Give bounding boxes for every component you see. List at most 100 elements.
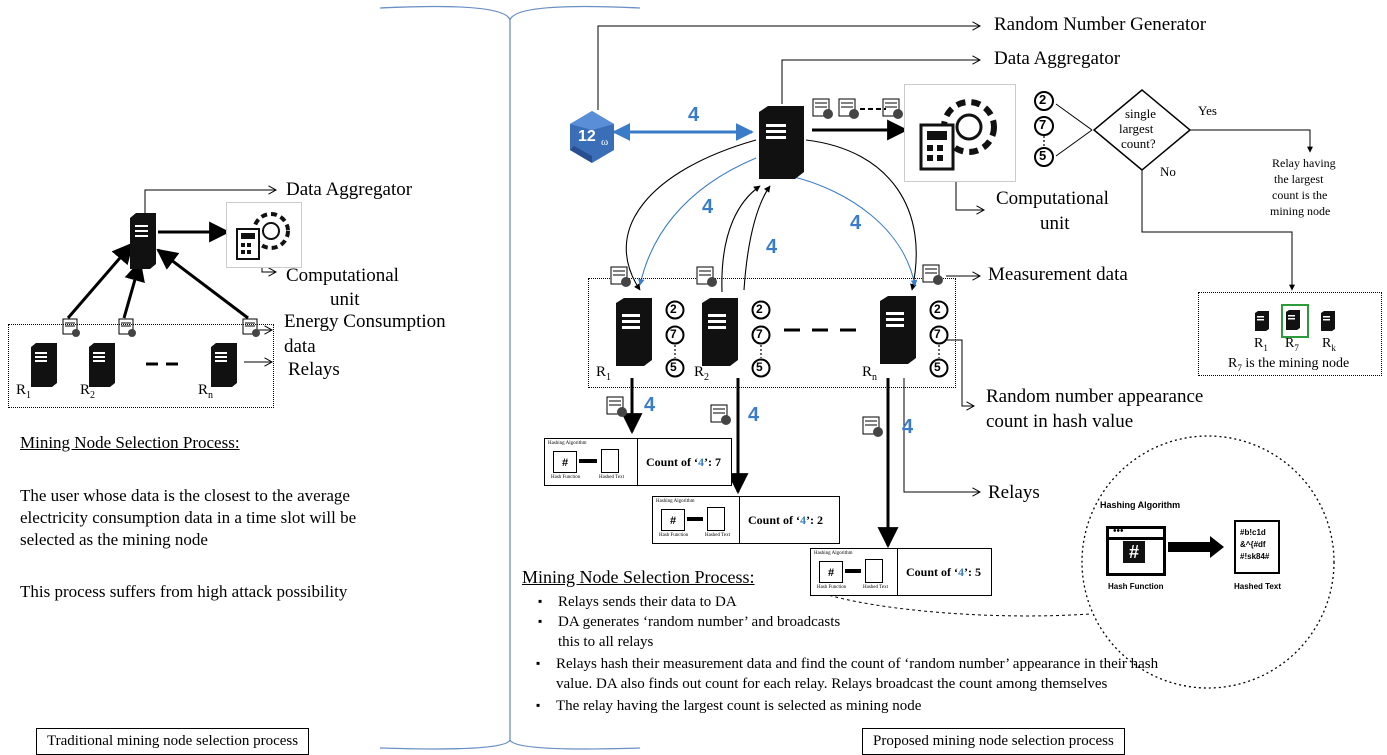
relay-r2-server — [700, 296, 740, 368]
left-data-icon-3 — [242, 318, 262, 338]
left-data-icon-1 — [62, 318, 82, 338]
hash-card-count: Count of ‘4’: 2 — [748, 512, 824, 527]
relays-pointer — [903, 378, 982, 497]
hash-mini-text: Hashed Text — [705, 533, 730, 538]
cn-rn-1: 2 — [934, 302, 941, 316]
random-count-label-2: count in hash value — [986, 411, 1134, 432]
hash-data-icon-2 — [710, 404, 732, 426]
hash-line-3: #!sk84# — [1240, 552, 1270, 561]
four-label-top: 4 — [688, 104, 700, 126]
hash-zoom-title: Hashing Algorithm — [1100, 500, 1181, 510]
cn-top-2: 7 — [1039, 117, 1047, 132]
decision-yes: Yes — [1198, 103, 1217, 118]
hash-line-1: #b!c1d — [1240, 528, 1266, 537]
left-r2-arrow — [122, 259, 145, 319]
cn-top-1: 2 — [1039, 92, 1047, 107]
hash-arrow-icon — [1168, 542, 1212, 552]
relays-box — [588, 278, 956, 388]
zoom-connector — [817, 591, 1091, 617]
circled-numbers-r2: 2 7 5 — [750, 300, 772, 380]
da-data-icon-2 — [838, 98, 860, 120]
cn-r2-2: 7 — [756, 327, 763, 341]
da-to-r1-blue — [638, 157, 757, 286]
bullet-4: The relay having the largest count is se… — [536, 698, 921, 715]
die-letter: ω — [601, 136, 609, 148]
hash-mini-title: Hashing Algorithm — [548, 441, 587, 446]
decision-q3: count? — [1121, 136, 1156, 151]
hash-card-rn: Hashing Algorithm # Hash Function Hashed… — [810, 548, 992, 596]
decision-no: No — [1160, 164, 1176, 179]
cn-r1-2: 7 — [670, 327, 677, 341]
bullet-2-cont: this to all relays — [558, 634, 654, 650]
decision-q1: single — [1125, 106, 1157, 121]
left-relays-label: Relays — [288, 359, 340, 380]
mining-relay-7 — [1285, 309, 1301, 331]
left-cu-label-1: Computational — [286, 265, 399, 286]
left-section-title: Mining Node Selection Process: — [20, 433, 240, 452]
hash-data-icon-1 — [606, 396, 628, 418]
left-attack-note: This process suffers from high attack po… — [20, 582, 348, 601]
hash-zoom-circle — [1081, 435, 1335, 689]
hash-zoom-func: Hash Function — [1108, 582, 1164, 591]
relay-data-icon-1 — [610, 266, 632, 288]
left-relay-label-n: Rn — [198, 382, 214, 401]
bullet-1: Relays sends their data to DA — [538, 594, 737, 611]
da-data-icon-dashes — [860, 108, 886, 110]
hash-card-r2: Hashing Algorithm # Hash Function Hashed… — [652, 496, 840, 544]
left-energy-label-1: Energy Consumption — [284, 311, 446, 332]
hash-mini-title: Hashing Algorithm — [814, 551, 853, 556]
hash-card-r1: Hashing Algorithm # Hash Function Hashed… — [544, 438, 732, 486]
r2-to-da-black — [721, 185, 761, 293]
left-relay-n — [210, 342, 238, 388]
left-data-icon-2 — [118, 318, 138, 338]
relay-data-icon-2 — [696, 266, 718, 288]
da-pointer — [781, 55, 982, 104]
da-data-icon-3 — [882, 98, 904, 120]
data-aggregator-server — [756, 104, 806, 180]
cu-pointer — [955, 180, 986, 215]
hash-line-2: &^{#df — [1240, 540, 1266, 549]
hash-mini-func: Hash Function — [659, 533, 689, 538]
mining-label-k: Rk — [1322, 336, 1336, 353]
left-relay-label-1: R1 — [16, 382, 32, 401]
relay-rn-server — [878, 294, 918, 366]
mining-relay-k — [1320, 310, 1336, 332]
left-cu-label-2: unit — [330, 289, 360, 310]
left-data-aggregator-server — [128, 212, 158, 270]
four-label-right: 4 — [850, 212, 862, 234]
hash-card-count: Count of ‘4’: 7 — [646, 454, 722, 469]
four-label-r2: 4 — [748, 404, 760, 426]
left-relay-2 — [88, 342, 116, 388]
relay-result-line-4: mining node — [1270, 204, 1331, 218]
random-number-die: 12 ω — [568, 110, 616, 164]
relay-label-rn: Rn — [862, 364, 878, 383]
left-relay-1 — [30, 342, 58, 388]
hash-mini-title: Hashing Algorithm — [656, 499, 695, 504]
hash-zoom-text: Hashed Text — [1234, 582, 1281, 591]
cn-rn-2: 7 — [934, 327, 941, 341]
cn-r2-1: 2 — [756, 302, 763, 316]
mining-relay-1 — [1254, 310, 1270, 332]
cn-r1-1: 2 — [670, 302, 677, 316]
hash-card-mini: Hashing Algorithm # Hash Function Hashed… — [545, 439, 638, 485]
left-computational-unit-icon — [226, 202, 302, 268]
left-cu-pointer — [261, 266, 278, 277]
left-paragraph-line-2: electricity consumption data in a time s… — [20, 508, 357, 527]
mining-relay-7-highlight — [1281, 304, 1309, 338]
da-to-r1-black — [625, 139, 757, 291]
cn-to-diamond-2 — [1055, 129, 1093, 157]
random-count-pointer — [946, 339, 976, 411]
rng-pointer — [597, 21, 982, 110]
left-da-pointer — [144, 185, 278, 214]
random-count-label-1: Random number appearance — [986, 386, 1204, 407]
hash-card-mini: Hashing Algorithm # Hash Function Hashed… — [653, 497, 740, 543]
hash-mini-text: Hashed Text — [863, 585, 888, 590]
mining-caption: R7 is the mining node — [1228, 356, 1350, 373]
left-relay-label-2: R2 — [80, 382, 96, 401]
left-paragraph-line-1: The user whose data is the closest to th… — [20, 486, 350, 505]
cu-label-1: Computational — [996, 188, 1109, 209]
relay-label-r2: R2 — [694, 364, 710, 383]
hash-arrow-head-icon — [1210, 536, 1224, 558]
relays-label: Relays — [988, 482, 1040, 503]
